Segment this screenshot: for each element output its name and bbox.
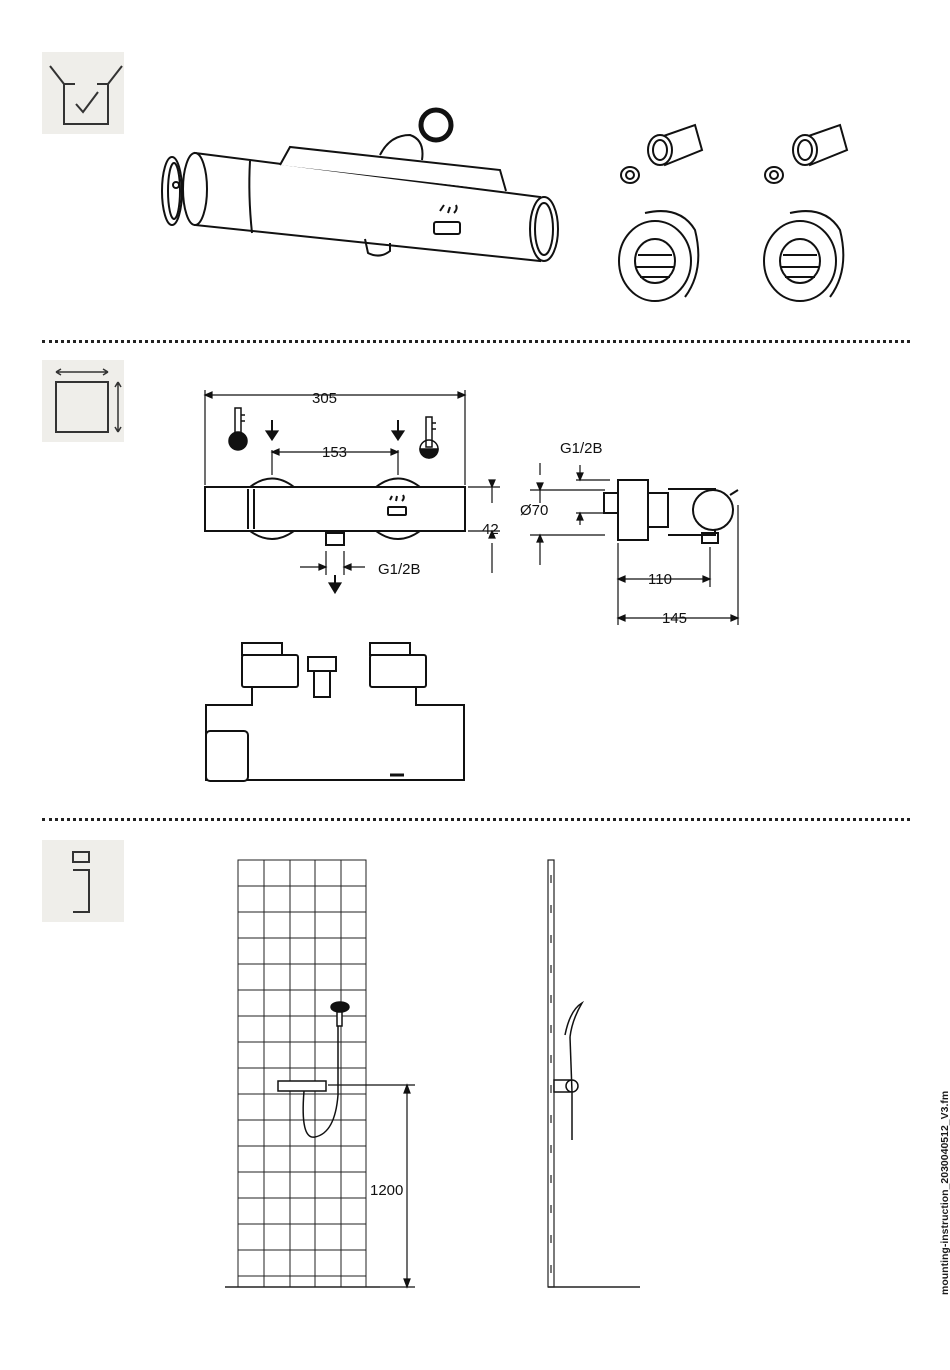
overall-width-label: 305: [312, 390, 337, 407]
cover-rosette-left: [619, 211, 698, 301]
section-divider: [42, 818, 910, 821]
thermostat-mixer-illustration: [183, 135, 558, 261]
hot-thermometer-icon: [420, 417, 438, 458]
mixer-front-view: [205, 479, 465, 546]
scope-of-delivery-drawing: [140, 95, 890, 320]
outlet-thread-label: G1/2B: [378, 561, 421, 578]
document-filename: mounting-instruction_2030040512_V3.fm: [939, 1091, 950, 1295]
eccentric-fitting-right: [765, 125, 847, 183]
shower-side-illustration: [554, 1003, 582, 1140]
mixer-top-view: [206, 643, 464, 781]
mounting-height-label: 1200: [370, 1182, 403, 1199]
end-cap-illustration: [162, 157, 182, 225]
dimension-drawing: G1/2B 42 305 153 G1/2B Ø70 110 145: [190, 375, 750, 795]
eccentric-fitting-left: [621, 125, 702, 183]
cover-rosette-right: [764, 211, 843, 301]
inlet-thread-label: G1/2B: [560, 440, 603, 457]
tiled-wall: [225, 860, 380, 1287]
wall-side-section: [548, 860, 640, 1287]
cold-thermometer-icon: [229, 408, 247, 450]
inlet-spacing-label: 153: [322, 444, 347, 461]
installation-drawing: 1200: [220, 855, 650, 1295]
depth-long-label: 145: [662, 610, 687, 627]
body-height-label: 42: [482, 521, 499, 538]
shower-front-illustration: [278, 1002, 349, 1137]
box-check-icon: [42, 52, 124, 134]
mixer-side-view: [604, 480, 738, 543]
depth-short-label: 110: [648, 571, 672, 588]
section-divider: [42, 340, 910, 343]
body-diameter-label: Ø70: [520, 502, 548, 519]
dimensions-icon: [42, 360, 124, 442]
info-icon: [42, 840, 124, 922]
o-ring-illustration: [421, 110, 451, 140]
